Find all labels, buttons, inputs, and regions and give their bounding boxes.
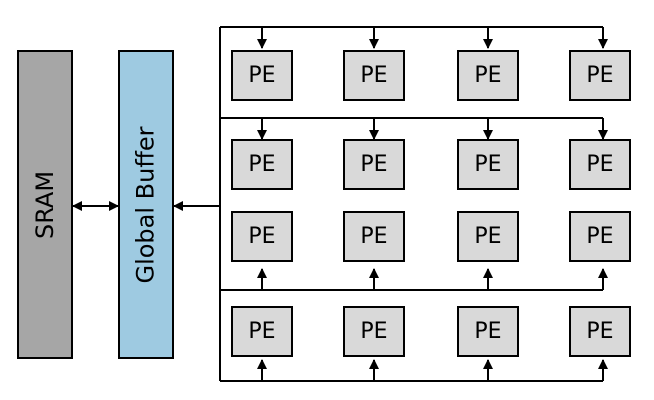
global-buffer-block: Global Buffer	[118, 50, 174, 359]
pe-block: PE	[231, 306, 293, 357]
pe-block: PE	[343, 306, 405, 357]
pe-block: PE	[569, 50, 631, 101]
pe-block: PE	[457, 50, 519, 101]
global-buffer-label: Global Buffer	[132, 125, 160, 284]
pe-block: PE	[343, 139, 405, 190]
pe-block: PE	[569, 211, 631, 262]
drop-arrows	[257, 27, 608, 381]
pe-block: PE	[231, 50, 293, 101]
pe-block: PE	[231, 211, 293, 262]
pe-block: PE	[457, 211, 519, 262]
sram-label: SRAM	[31, 170, 59, 239]
pe-block: PE	[343, 211, 405, 262]
pe-block: PE	[569, 306, 631, 357]
pe-block: PE	[231, 139, 293, 190]
pe-block: PE	[569, 139, 631, 190]
pe-block: PE	[343, 50, 405, 101]
pe-block: PE	[457, 139, 519, 190]
sram-block: SRAM	[17, 50, 73, 359]
pe-block: PE	[457, 306, 519, 357]
